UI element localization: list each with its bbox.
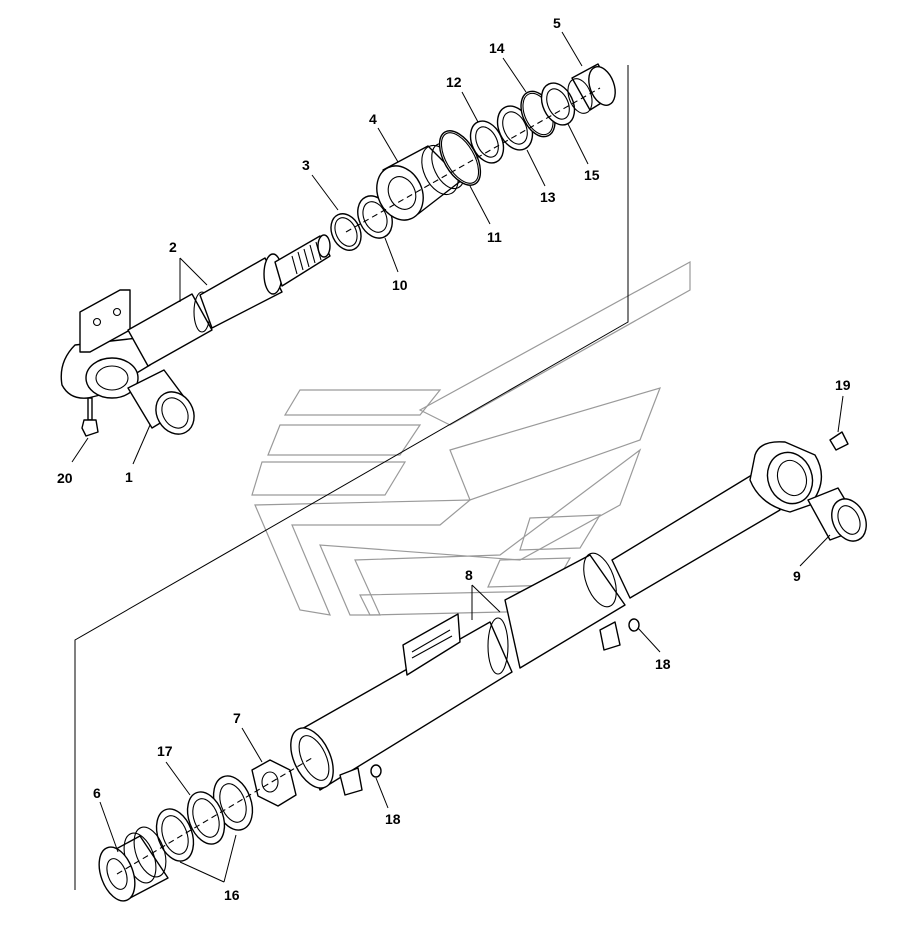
callout-6: 6: [93, 785, 101, 801]
callout-8: 8: [465, 567, 473, 583]
watermark-logo: [251, 260, 691, 616]
callout-10: 10: [392, 277, 408, 293]
callout-5: 5: [553, 15, 561, 31]
callout-1: 1: [125, 469, 133, 485]
callout-14: 14: [489, 40, 505, 56]
callout-15: 15: [584, 167, 600, 183]
callout-16: 16: [224, 887, 240, 903]
piston-rod-assembly: [60, 63, 616, 437]
callout-labels: 1 2 3 4 5 6 7 8 9 10 11 12 13 14 15 16 1…: [57, 15, 851, 903]
callout-20: 20: [57, 470, 73, 486]
callout-4: 4: [369, 111, 377, 127]
callout-12: 12: [446, 74, 462, 90]
callout-18-upper: 18: [655, 656, 671, 672]
callout-2: 2: [169, 239, 177, 255]
callout-11: 11: [487, 229, 502, 245]
cylinder-tube-assembly: [98, 431, 867, 902]
callout-3: 3: [302, 157, 310, 173]
callout-7: 7: [233, 710, 241, 726]
leader-lines: [71, 31, 844, 883]
callout-18-lower: 18: [385, 811, 401, 827]
callout-19: 19: [835, 377, 851, 393]
callout-17: 17: [157, 743, 173, 759]
callout-13: 13: [540, 189, 556, 205]
assembly-frame-line: [74, 65, 629, 890]
callout-9: 9: [793, 568, 801, 584]
